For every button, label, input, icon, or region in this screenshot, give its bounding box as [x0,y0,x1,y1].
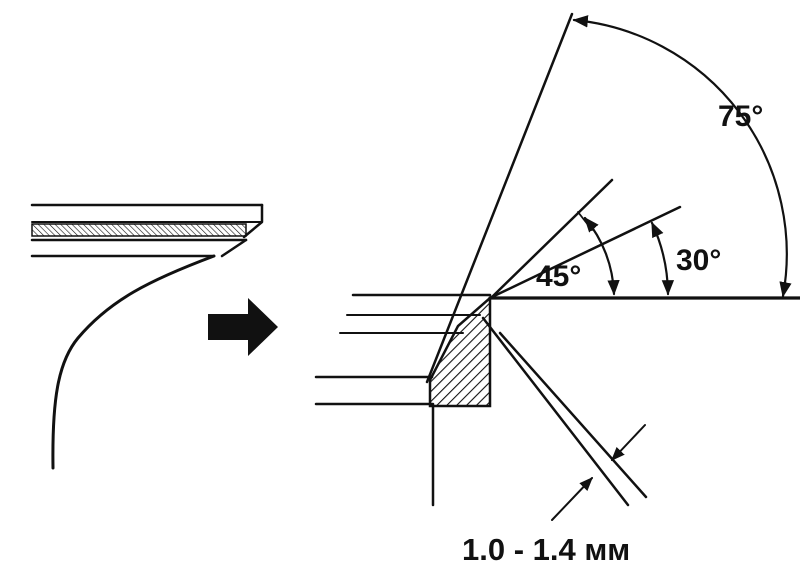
angle-label-45: 45° [536,260,581,293]
angle-arc-75 [572,15,792,298]
original-seat-view [30,203,264,470]
width-arrow-upper [611,424,646,462]
cut-75-line [425,12,574,384]
seat-insert-section [428,295,492,408]
refaced-seat-view [314,12,800,521]
seat-contact-band [31,223,247,237]
width-dimension-label: 1.0 - 1.4 мм [462,532,630,567]
width-arrow-lower [551,476,593,521]
angle-arc-45 [583,216,620,296]
angle-arc-30 [650,221,675,296]
angle-label-75: 75° [718,100,763,133]
arrow-right-icon [208,298,278,356]
angle-label-30: 30° [676,244,721,277]
